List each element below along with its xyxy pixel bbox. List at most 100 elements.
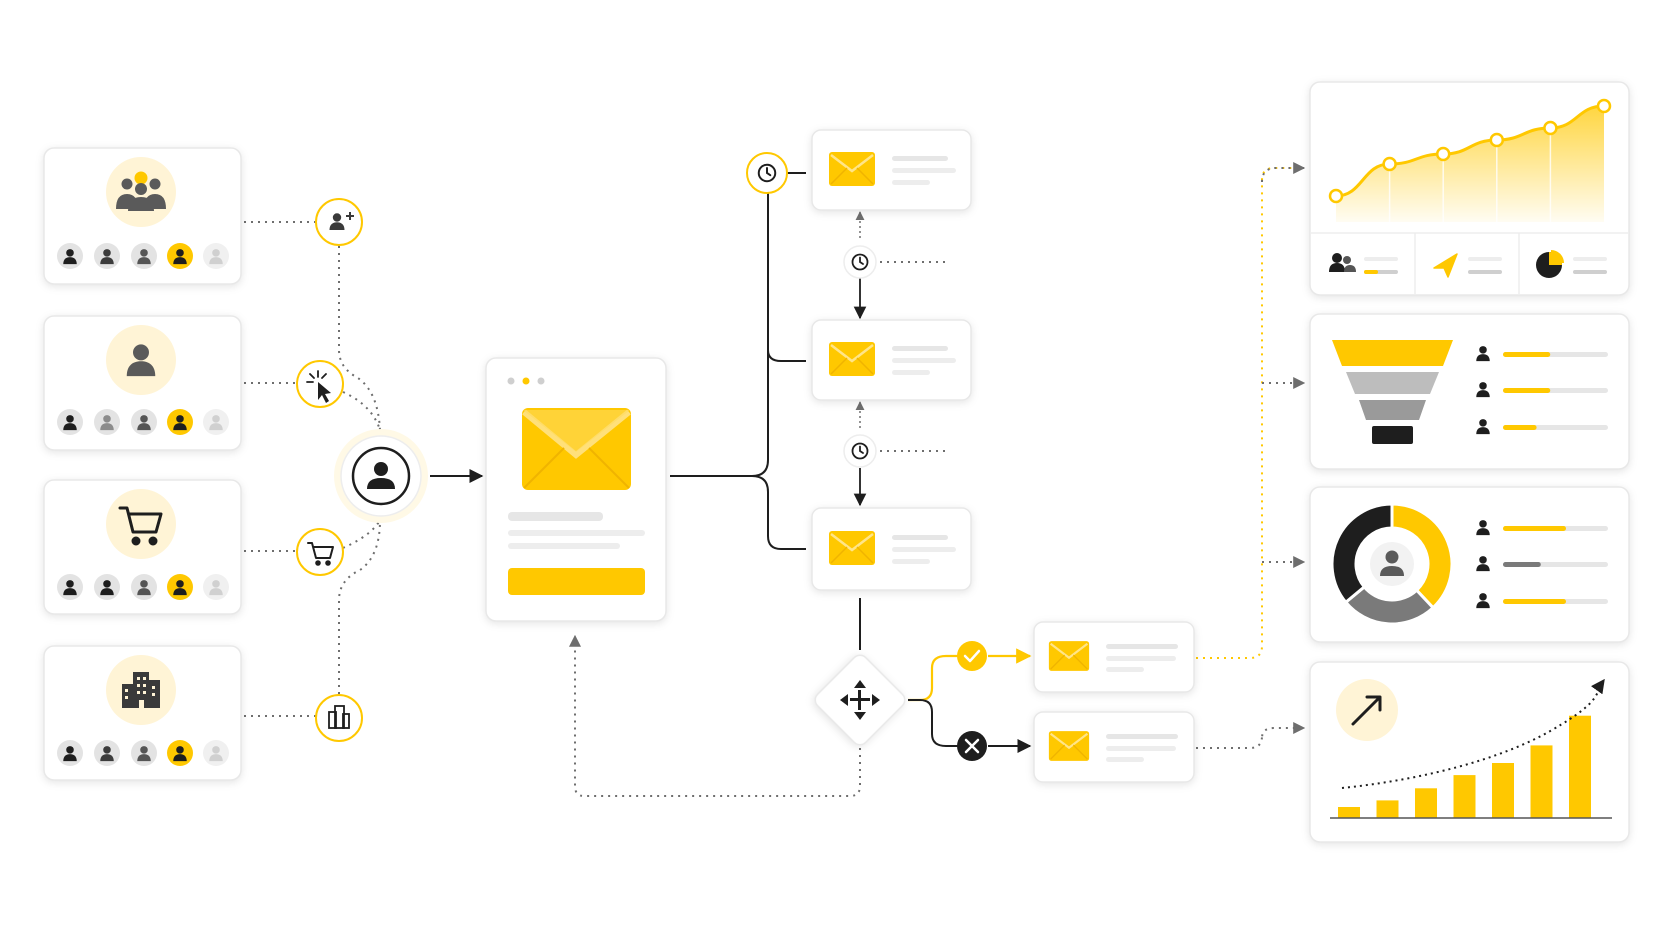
- envelope-icon: [828, 151, 876, 187]
- audience-avatars: [57, 409, 229, 435]
- connector-sequence-email-3: [751, 475, 806, 550]
- branch-no[interactable]: [957, 731, 987, 761]
- donut-chart: [1330, 502, 1454, 626]
- buildings-icon: [328, 705, 350, 729]
- stat-pie: [1536, 250, 1607, 278]
- envelope-icon: [1048, 730, 1090, 762]
- sequence-email-2[interactable]: [811, 319, 972, 401]
- connector-trigger-hub-2: [342, 391, 381, 431]
- text-placeholder-line: [508, 543, 620, 549]
- growth-point: [1543, 120, 1558, 136]
- delay-1[interactable]: [843, 245, 877, 279]
- growth-point: [1435, 146, 1451, 162]
- text-placeholder-line: [508, 530, 645, 536]
- growth-point: [1328, 188, 1344, 204]
- connector-trigger-hub-3: [342, 519, 381, 549]
- x-icon: [964, 738, 980, 754]
- bar-growth-panel[interactable]: [1309, 661, 1630, 843]
- segment-card-group[interactable]: [43, 147, 242, 285]
- connector-decision-loopback: [569, 634, 861, 797]
- trigger-add-user[interactable]: [315, 198, 363, 246]
- growth-bar: [1415, 788, 1437, 818]
- window-dot: [507, 377, 515, 385]
- funnel-panel[interactable]: [1309, 313, 1630, 470]
- funnel-legend: [1476, 346, 1608, 435]
- delay-2[interactable]: [843, 434, 877, 468]
- donut-panel[interactable]: [1309, 486, 1630, 643]
- growth-area: [1336, 106, 1604, 222]
- donut-segment: [1390, 502, 1454, 610]
- branch-yes[interactable]: [957, 641, 987, 671]
- cta-button[interactable]: [508, 568, 645, 595]
- segment-card-shopper[interactable]: [43, 479, 242, 615]
- person-icon: [1370, 542, 1414, 586]
- audience-avatars: [57, 574, 229, 600]
- donut-bar-fill: [1503, 562, 1541, 567]
- four-way-arrows-icon: [840, 680, 880, 720]
- email-template-card[interactable]: [485, 357, 667, 622]
- donut-bar-fill: [1503, 599, 1566, 604]
- funnel-chart: [1332, 340, 1453, 444]
- stat-users: [1329, 253, 1398, 274]
- segment-card-individual[interactable]: [43, 315, 242, 451]
- schedule-clock[interactable]: [746, 152, 788, 194]
- funnel-bar-fill: [1503, 388, 1551, 393]
- growth-bar: [1338, 807, 1360, 818]
- window-dot: [522, 377, 530, 385]
- connector-branch-yes: [908, 654, 958, 702]
- trend-line: [1341, 678, 1605, 789]
- contact-hub[interactable]: [334, 429, 428, 523]
- add-user-icon: [329, 212, 354, 230]
- trigger-cart[interactable]: [296, 528, 344, 576]
- growth-bar: [1376, 800, 1399, 818]
- trigger-click[interactable]: [296, 360, 344, 408]
- growth-bar: [1492, 763, 1514, 818]
- segment-card-business[interactable]: [43, 645, 242, 781]
- send-icon: [1433, 253, 1458, 278]
- branch-email-yes[interactable]: [1033, 621, 1195, 693]
- envelope-icon: [828, 530, 876, 566]
- donut-segment: [1330, 502, 1394, 605]
- growth-bars: [1338, 715, 1591, 818]
- growth-point: [1596, 98, 1612, 114]
- trend-badge: [1336, 679, 1398, 741]
- click-cursor-icon: [306, 370, 331, 403]
- connectors: [230, 162, 1306, 797]
- growth-chart-panel[interactable]: [1309, 81, 1630, 296]
- trend-arrow-icon: [1351, 695, 1382, 726]
- audience-avatars: [57, 740, 229, 766]
- branches: [957, 621, 1195, 783]
- funnel-bar-fill: [1503, 425, 1537, 430]
- users-icon: [1329, 253, 1356, 272]
- donut-legend-row: [1476, 593, 1608, 609]
- shopping-cart-icon: [118, 506, 163, 546]
- person-circle-icon: [351, 446, 411, 506]
- connector-trigger-hub-1: [338, 246, 381, 431]
- sequence-email-1[interactable]: [811, 129, 972, 211]
- trigger-icons: [296, 198, 363, 742]
- pie-chart-icon: [1536, 250, 1564, 278]
- audience-segments: [43, 147, 242, 781]
- check-icon: [963, 649, 981, 663]
- donut-legend-row: [1476, 520, 1608, 536]
- envelope-icon: [828, 341, 876, 377]
- connector-branch-no: [908, 699, 958, 747]
- connector-sequence-email-2: [767, 349, 806, 362]
- stat-sent: [1433, 253, 1502, 278]
- people-group-icon: [116, 171, 166, 211]
- envelope-icon: [1048, 640, 1090, 672]
- funnel-bar-fill: [1503, 352, 1551, 357]
- shopping-cart-icon: [307, 542, 334, 566]
- analytics-panels: [1309, 81, 1630, 843]
- growth-point: [1489, 132, 1505, 148]
- donut-legend-row: [1476, 556, 1608, 572]
- donut-bar-fill: [1503, 526, 1566, 531]
- decision-node[interactable]: [812, 652, 908, 748]
- sequence-email-3[interactable]: [811, 507, 972, 591]
- trigger-business[interactable]: [315, 694, 363, 742]
- email-sequence: [746, 129, 972, 591]
- branch-email-no[interactable]: [1033, 711, 1195, 783]
- growth-point: [1382, 156, 1397, 172]
- connector-to-growth-chart: [1196, 167, 1304, 659]
